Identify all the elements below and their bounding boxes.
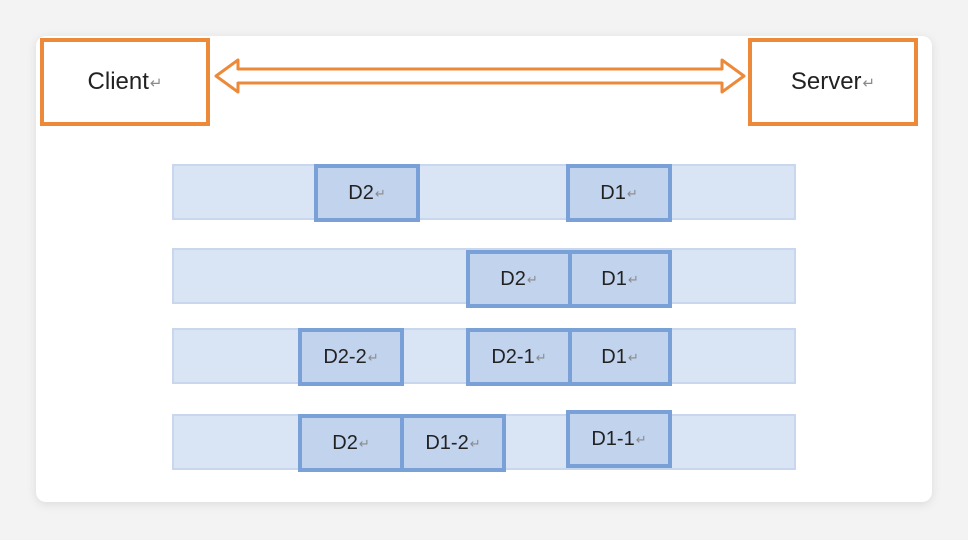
packet-row2-d1: D1↵ xyxy=(568,250,672,308)
packet-row2-d2: D2↵ xyxy=(466,250,572,308)
packet-row3-d1: D1↵ xyxy=(568,328,672,386)
return-mark: ↵ xyxy=(862,75,876,92)
server-label: Server xyxy=(790,68,862,95)
bidirectional-arrow xyxy=(214,58,746,94)
packet-row3-d2-1: D2-1↵ xyxy=(466,328,572,386)
stream-track-1 xyxy=(172,164,796,220)
packet-row4-d1-2: D1-2↵ xyxy=(400,414,506,472)
packet-row1-d1: D1↵ xyxy=(566,164,672,222)
packet-row1-d2: D2↵ xyxy=(314,164,420,222)
return-mark: ↵ xyxy=(149,75,163,92)
server-box: Server↵ xyxy=(748,38,918,126)
packet-row3-d2-2: D2-2↵ xyxy=(298,328,404,386)
packet-row4-d2: D2↵ xyxy=(298,414,404,472)
client-label: Client xyxy=(87,68,149,95)
packet-row4-d1-1: D1-1↵ xyxy=(566,410,672,468)
client-box: Client↵ xyxy=(40,38,210,126)
